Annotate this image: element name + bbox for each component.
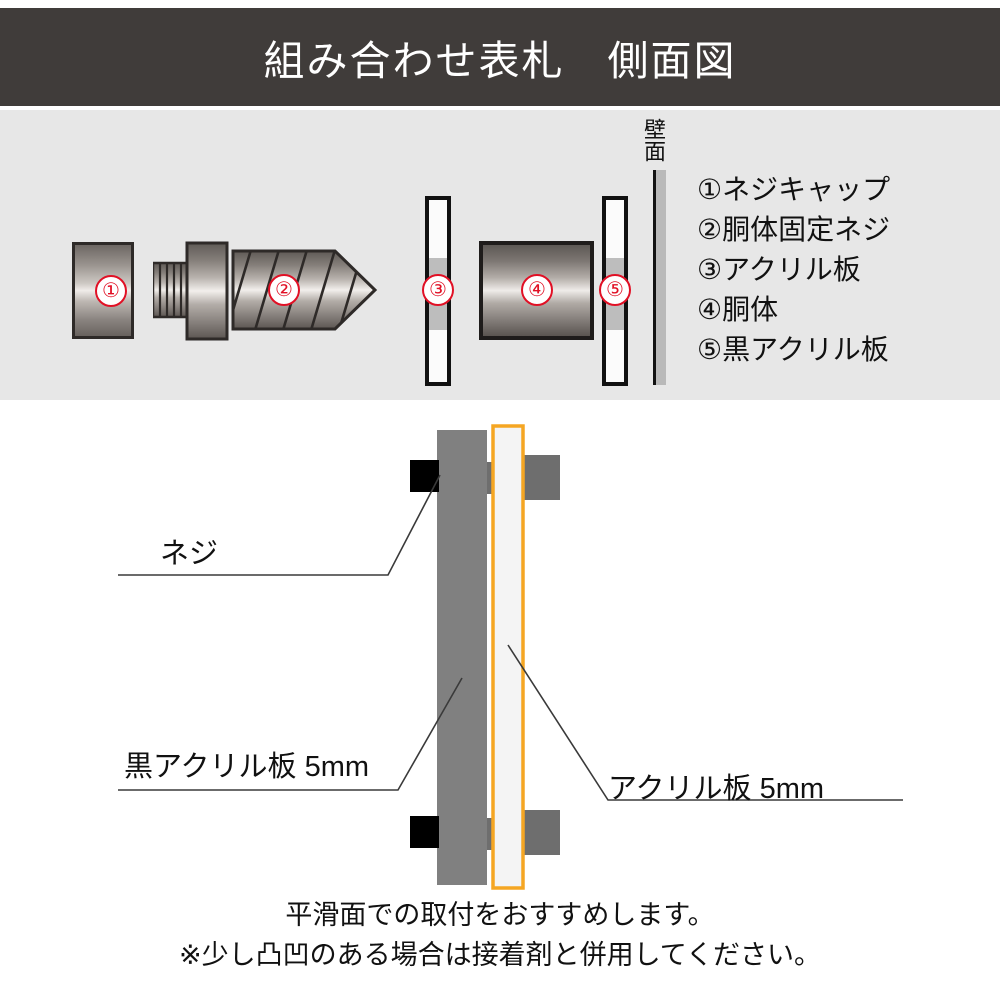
leader-line-screw: [118, 474, 441, 576]
top-screw-cap: [410, 460, 439, 492]
number-tag-1: ①: [95, 275, 127, 307]
top-body: [523, 455, 560, 500]
legend-item-2: ②胴体固定ネジ: [697, 214, 891, 245]
legend: ①ネジキャップ ②胴体固定ネジ ③アクリル板 ④胴体 ⑤黒アクリル板: [697, 170, 890, 370]
leader-line-black-acrylic: [118, 677, 463, 791]
callout-screw: ネジ: [160, 538, 219, 570]
black-acrylic-plate-shape: [437, 430, 487, 885]
part-body-fixing-screw: [151, 225, 418, 355]
wall-label: 壁面: [641, 118, 666, 162]
legend-item-5: ⑤黒アクリル板: [697, 334, 889, 365]
bottom-body: [523, 810, 560, 855]
wall-face: [656, 170, 666, 385]
footer-line-1: 平滑面での取付をおすすめします。: [285, 900, 715, 930]
legend-item-3: ③アクリル板: [697, 254, 861, 285]
footer-notes: 平滑面での取付をおすすめします。 ※少し凸凹のある場合は接着剤と併用してください…: [0, 895, 1000, 975]
callout-black-acrylic: 黒アクリル板 5mm: [124, 751, 370, 783]
header-bar: 組み合わせ表札 側面図: [0, 8, 1000, 106]
bottom-screw-cap: [410, 816, 439, 848]
callout-clear-acrylic: アクリル板 5mm: [608, 773, 825, 805]
assembled-view-panel: [0, 400, 1000, 1000]
number-tag-5: ⑤: [599, 274, 631, 306]
legend-item-1: ①ネジキャップ: [697, 174, 891, 205]
number-tag-2: ②: [268, 274, 300, 306]
wall-line: [653, 170, 656, 385]
clear-acrylic-plate-shape: [491, 424, 525, 890]
legend-item-4: ④胴体: [697, 294, 779, 325]
footer-line-2: ※少し凸凹のある場合は接着剤と併用してください。: [178, 940, 821, 970]
page-title: 組み合わせ表札 側面図: [263, 38, 737, 84]
number-tag-3: ③: [422, 274, 454, 306]
leader-line-clear-acrylic: [507, 644, 903, 801]
number-tag-4: ④: [521, 274, 553, 306]
